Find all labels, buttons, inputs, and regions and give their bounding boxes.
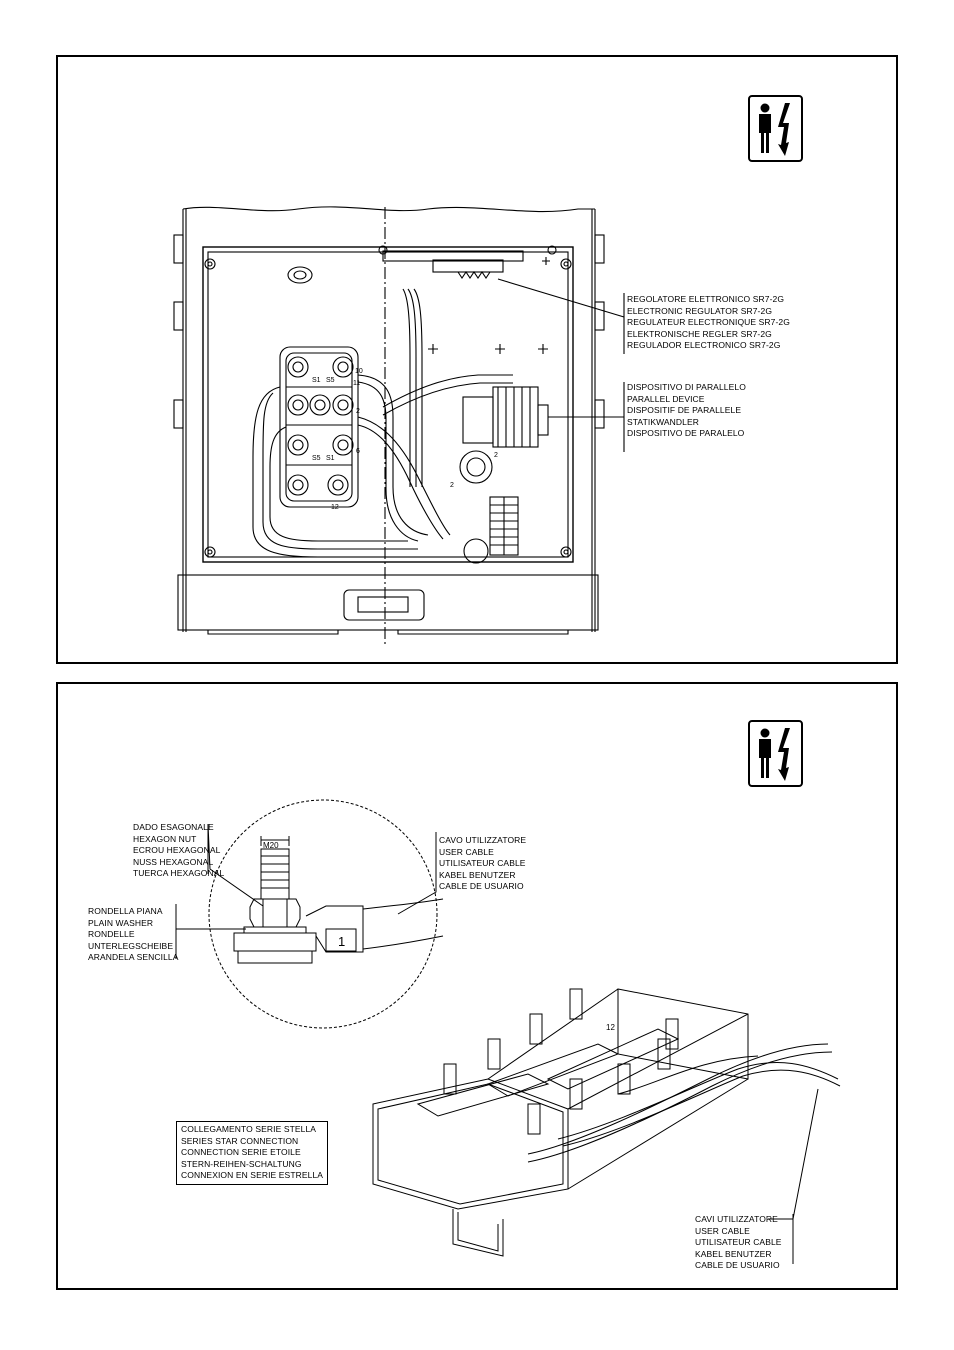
user-cable-label: CAVO UTILIZZATORE USER CABLE UTILISATEUR… (439, 835, 526, 893)
regulator-label-it: REGOLATORE ELETTRONICO SR7-2G (627, 294, 785, 304)
parallel-label-de: STATIKWANDLER (627, 416, 699, 427)
washer-label-fr: RONDELLE (88, 929, 135, 939)
terminal-number-2c: 2 (494, 452, 498, 459)
regulator-label-de: ELEKTRONISCHE REGLER SR7-2G (627, 328, 772, 339)
terminal-code-s1a: S1 (312, 377, 321, 384)
washer-label-es: ARANDELA SENCILLA (88, 952, 179, 962)
nut-label-it: DADO ESAGONALE (133, 822, 214, 832)
user-cables-label-it: CAVI UTILIZZATORE (695, 1214, 778, 1224)
nut-label-en: HEXAGON NUT (133, 833, 197, 844)
terminal-number-10: 10 (355, 368, 363, 375)
hexagon-nut-label: DADO ESAGONALE HEXAGON NUT ECROU HEXAGON… (133, 822, 224, 880)
connection-label-es: CONNEXION EN SERIE ESTRELLA (181, 1170, 324, 1180)
user-cables-label-fr: UTILISATEUR CABLE (695, 1237, 782, 1247)
parallel-device-label: DISPOSITIVO DI PARALLELO PARALLEL DEVICE… (627, 382, 746, 440)
regulator-label-es: REGULADOR ELECTRONICO SR7-2G (627, 340, 781, 350)
nut-label-de: NUSS HEXAGONAL (133, 856, 214, 867)
nut-label-fr: ECROU HEXAGONAL (133, 845, 221, 855)
terminal-code-s1b: S1 (326, 455, 335, 462)
terminal-number-12: 12 (331, 504, 339, 511)
terminal-number-11: 11 (353, 380, 360, 387)
user-cable-label-en: USER CABLE (439, 846, 494, 857)
lug-number-label: 12 (606, 1023, 615, 1032)
connection-label-de: STERN-REIHEN-SCHALTUNG (181, 1158, 302, 1169)
user-cables-label-en: USER CABLE (695, 1225, 750, 1236)
user-cables-label: CAVI UTILIZZATORE USER CABLE UTILISATEUR… (695, 1214, 782, 1272)
parallel-label-es: DISPOSITIVO DE PARALELO (627, 428, 745, 438)
nut-label-es: TUERCA HEXAGONAL (133, 868, 225, 878)
generator-terminal-box-drawing: 10 11 2 6 2 2 12 S1 S5 S5 S1 (173, 206, 625, 645)
parallel-label-it: DISPOSITIVO DI PARALLELO (627, 382, 746, 392)
electrician-warning-icon (748, 95, 803, 162)
regulator-label: REGOLATORE ELETTRONICO SR7-2G ELECTRONIC… (627, 294, 790, 352)
terminal-number-2a: 2 (356, 408, 360, 415)
washer-label-de: UNTERLEGSCHEIBE (88, 940, 174, 951)
washer-label-it: RONDELLA PIANA (88, 906, 163, 916)
terminal-code-s5a: S5 (326, 377, 335, 384)
panel-star-connection: M20 1 12 DADO ESAGONALE HEXAGON NUT ECRO… (56, 682, 898, 1290)
parallel-label-fr: DISPOSITIF DE PARALLELE (627, 405, 742, 415)
user-cable-label-es: CABLE DE USUARIO (439, 881, 524, 891)
connection-label-it: COLLEGAMENTO SERIE STELLA (181, 1124, 317, 1134)
user-cable-label-fr: UTILISATEUR CABLE (439, 858, 526, 868)
bolt-size-label: M20 (263, 841, 279, 850)
plain-washer-label: RONDELLA PIANA PLAIN WASHER RONDELLE UNT… (88, 906, 179, 964)
user-cable-label-de: KABEL BENUTZER (439, 869, 516, 880)
regulator-label-fr: REGULATEUR ELECTRONIQUE SR7-2G (627, 317, 790, 327)
connection-label-en: SERIES STAR CONNECTION (181, 1135, 299, 1146)
panel-wiring-diagram: 10 11 2 6 2 2 12 S1 S5 S5 S1 REGOLATORE … (56, 55, 898, 664)
user-cable-label-it: CAVO UTILIZZATORE (439, 835, 527, 845)
parallel-label-en: PARALLEL DEVICE (627, 393, 705, 404)
terminal-number-6: 6 (356, 448, 360, 455)
cable-number-label: 1 (338, 934, 345, 949)
connection-label-fr: CONNECTION SERIE ETOILE (181, 1147, 301, 1157)
washer-label-en: PLAIN WASHER (88, 917, 154, 928)
terminal-connection-drawing: M20 1 12 (175, 799, 841, 1264)
regulator-label-en: ELECTRONIC REGULATOR SR7-2G (627, 305, 773, 316)
series-star-connection-label: COLLEGAMENTO SERIE STELLA SERIES STAR CO… (176, 1121, 329, 1185)
user-cables-label-de: KABEL BENUTZER (695, 1248, 772, 1259)
terminal-number-2b: 2 (450, 482, 454, 489)
terminal-code-s5b: S5 (312, 455, 321, 462)
user-cables-label-es: CABLE DE USUARIO (695, 1260, 780, 1270)
electrician-warning-icon (748, 720, 803, 787)
